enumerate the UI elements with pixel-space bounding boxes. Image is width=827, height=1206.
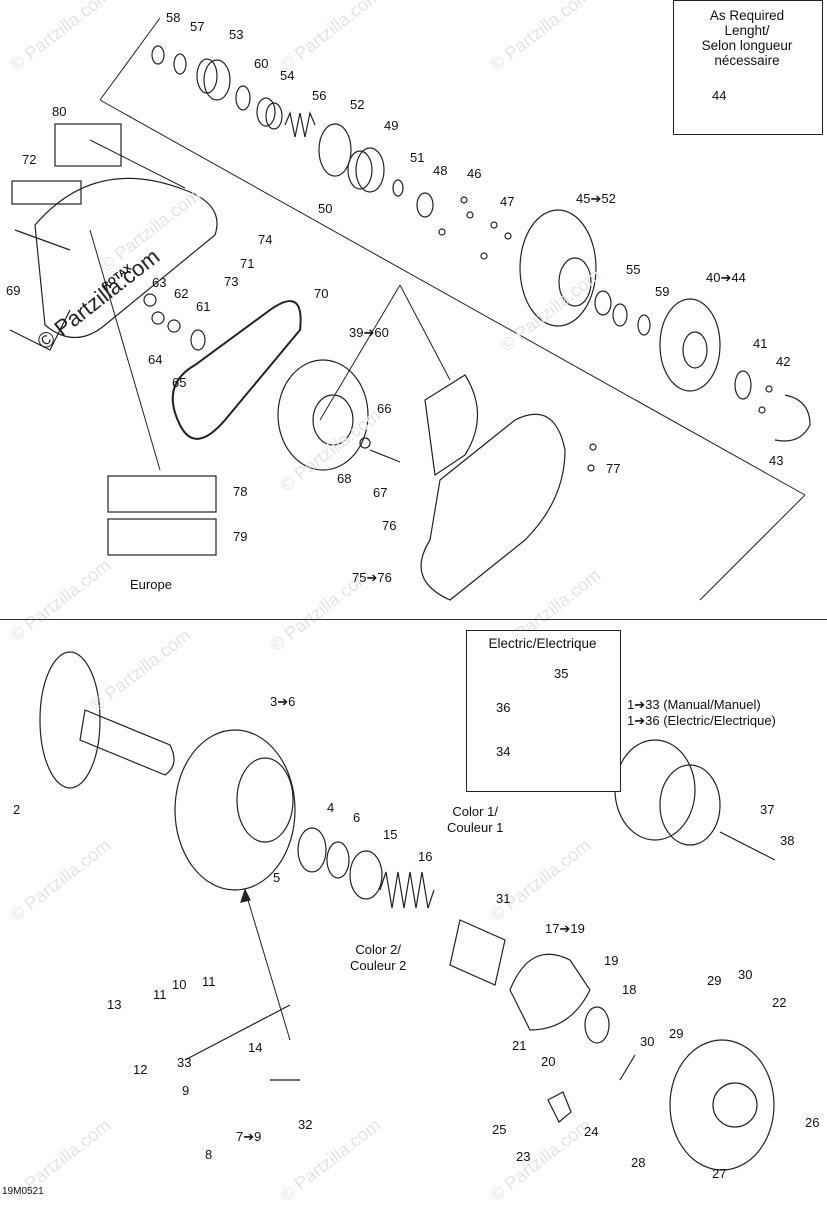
callout: 8 bbox=[205, 1147, 213, 1162]
callout: 46 bbox=[467, 166, 482, 181]
callout: 63 bbox=[152, 275, 167, 290]
callout: 15 bbox=[383, 827, 398, 842]
callout: 18 bbox=[622, 982, 637, 997]
callout: 12 bbox=[133, 1062, 148, 1077]
callout: 43 bbox=[769, 453, 784, 468]
callout: 68 bbox=[337, 471, 352, 486]
electric-box bbox=[466, 630, 621, 792]
callout: 39➔60 bbox=[349, 325, 389, 340]
electric-title: Electric/Electrique bbox=[488, 636, 597, 651]
callout: 70 bbox=[314, 286, 329, 301]
callout: 76 bbox=[382, 518, 397, 533]
europe-note: Europe bbox=[130, 577, 172, 592]
callout: 25 bbox=[492, 1122, 507, 1137]
callout: 58 bbox=[166, 10, 181, 25]
callout: 59 bbox=[655, 284, 670, 299]
callout: 19 bbox=[604, 953, 619, 968]
callout: 60 bbox=[254, 56, 269, 71]
callout: 26 bbox=[805, 1115, 820, 1130]
callout: 50 bbox=[318, 201, 333, 216]
callout: 36 bbox=[496, 700, 511, 715]
callout: 9 bbox=[182, 1083, 190, 1098]
doc-code: 19M0521 bbox=[2, 1186, 44, 1197]
callout: 27 bbox=[712, 1166, 727, 1181]
callout: 73 bbox=[224, 274, 239, 289]
callout: 71 bbox=[240, 256, 255, 271]
callout: 11 bbox=[153, 987, 167, 1002]
callout: 53 bbox=[229, 27, 244, 42]
callout: 24 bbox=[584, 1124, 599, 1139]
as-required-box bbox=[673, 0, 823, 135]
range-manual: 1➔33 (Manual/Manuel) bbox=[627, 697, 761, 712]
callout: 40➔44 bbox=[706, 270, 746, 285]
callout: 42 bbox=[776, 354, 791, 369]
callout: 23 bbox=[516, 1149, 531, 1164]
color2-note: Color 2/Couleur 2 bbox=[350, 942, 407, 973]
callout: 35 bbox=[554, 666, 569, 681]
callout: 29 bbox=[669, 1026, 684, 1041]
callout: 78 bbox=[233, 484, 248, 499]
callout: 13 bbox=[107, 997, 122, 1012]
callout: 56 bbox=[312, 88, 327, 103]
callout: 5 bbox=[273, 870, 281, 885]
callout: 74 bbox=[258, 232, 273, 247]
callout: 37 bbox=[760, 802, 775, 817]
callout: 34 bbox=[496, 744, 511, 759]
callout: 48 bbox=[433, 163, 448, 178]
callout: 55 bbox=[626, 262, 641, 277]
section-divider bbox=[0, 619, 827, 620]
callout: 11 bbox=[202, 974, 216, 989]
callout: 30 bbox=[640, 1034, 655, 1049]
callout: 77 bbox=[606, 461, 621, 476]
callout: 51 bbox=[410, 150, 425, 165]
callout: 20 bbox=[541, 1054, 556, 1069]
as-required-note: As Required Lenght/ Selon longueur néces… bbox=[701, 8, 793, 68]
callout: 45➔52 bbox=[576, 191, 616, 206]
callout: 32 bbox=[298, 1117, 313, 1132]
callout: 22 bbox=[772, 995, 787, 1010]
callout: 2 bbox=[13, 802, 21, 817]
callout: 49 bbox=[384, 118, 399, 133]
callout: 52 bbox=[350, 97, 365, 112]
callout: 72 bbox=[22, 152, 37, 167]
callout: 28 bbox=[631, 1155, 646, 1170]
callout: 57 bbox=[190, 19, 205, 34]
callout: 21 bbox=[512, 1038, 527, 1053]
callout: 38 bbox=[780, 833, 795, 848]
callout: 67 bbox=[373, 485, 388, 500]
callout: 64 bbox=[148, 352, 163, 367]
callout: 75➔76 bbox=[352, 570, 392, 585]
callout: 62 bbox=[174, 286, 189, 301]
callout: 17➔19 bbox=[545, 921, 585, 936]
callout: 65 bbox=[172, 375, 187, 390]
callout: 69 bbox=[6, 283, 21, 298]
range-electric: 1➔36 (Electric/Electrique) bbox=[627, 713, 776, 728]
callout: 16 bbox=[418, 849, 433, 864]
callout: 30 bbox=[738, 967, 753, 982]
callout: 4 bbox=[327, 800, 335, 815]
callout: 29 bbox=[707, 973, 722, 988]
callout: 79 bbox=[233, 529, 248, 544]
callout: 41 bbox=[753, 336, 768, 351]
callout: 80 bbox=[52, 104, 67, 119]
callout: 44 bbox=[712, 88, 727, 103]
callout: 14 bbox=[248, 1040, 263, 1055]
callout: 10 bbox=[172, 977, 187, 992]
callout: 7➔9 bbox=[236, 1129, 262, 1144]
callout: 3➔6 bbox=[270, 694, 296, 709]
callout: 33 bbox=[177, 1055, 192, 1070]
callout: 54 bbox=[280, 68, 295, 83]
callout: 31 bbox=[496, 891, 511, 906]
color1-note: Color 1/Couleur 1 bbox=[447, 804, 504, 835]
callout: 61 bbox=[196, 299, 211, 314]
callout: 6 bbox=[353, 810, 361, 825]
callout: 66 bbox=[377, 401, 392, 416]
callout: 47 bbox=[500, 194, 515, 209]
